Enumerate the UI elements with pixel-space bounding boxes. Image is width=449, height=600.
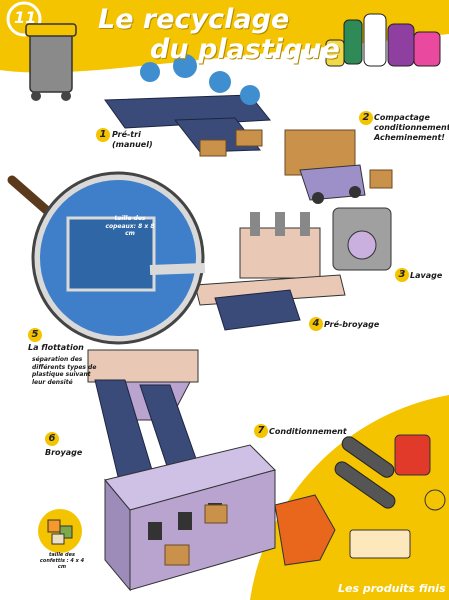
step-4-label: Pré-broyage bbox=[324, 320, 380, 329]
step-5-label: La flottation bbox=[28, 343, 84, 352]
chip-size-note: taille des copeaux: 8 x 8 cm bbox=[105, 215, 155, 237]
step-6-number: 6 bbox=[45, 432, 59, 446]
header-band bbox=[0, 0, 449, 73]
confetti-size-note: taille des confettis : 4 x 4 cm bbox=[39, 552, 85, 570]
crusher-conveyor bbox=[214, 289, 301, 331]
plastic-bottles-icon bbox=[325, 13, 441, 67]
confetti-sample bbox=[38, 509, 82, 553]
step-3-number: 3 bbox=[395, 268, 409, 282]
crusher-machine bbox=[194, 212, 346, 306]
magnifier bbox=[7, 171, 206, 345]
finished-products-label: Les produits finis bbox=[338, 582, 446, 595]
step-6-label: Broyage bbox=[45, 448, 83, 457]
step-2-number: 2 bbox=[359, 111, 373, 125]
step-2-label: Compactage conditionnement Acheminement! bbox=[374, 113, 449, 142]
finished-products bbox=[274, 434, 446, 566]
sorting-conveyor bbox=[104, 54, 271, 157]
recycling-bin-icon bbox=[25, 23, 77, 101]
step-1-label: Pré-tri (manuel) bbox=[112, 130, 153, 149]
step-4-number: 4 bbox=[309, 317, 323, 331]
page-title-line2: du plastique bbox=[150, 34, 340, 65]
washing-machine bbox=[332, 207, 392, 271]
step-1-number: 1 bbox=[96, 128, 110, 142]
page-title-line1: Le recyclage bbox=[98, 4, 290, 35]
finished-products-panel bbox=[250, 395, 449, 600]
step-7-label: Conditionnement bbox=[269, 427, 347, 436]
sheet-number: 11 bbox=[14, 8, 37, 27]
delivery-truck bbox=[284, 129, 393, 204]
product-boxes bbox=[164, 504, 228, 566]
step-7-number: 7 bbox=[254, 424, 268, 438]
flotation-detail: séparation des différents types de plast… bbox=[32, 356, 97, 386]
step-5-number: 5 bbox=[28, 328, 42, 342]
step-3-label: Lavage bbox=[410, 271, 443, 280]
